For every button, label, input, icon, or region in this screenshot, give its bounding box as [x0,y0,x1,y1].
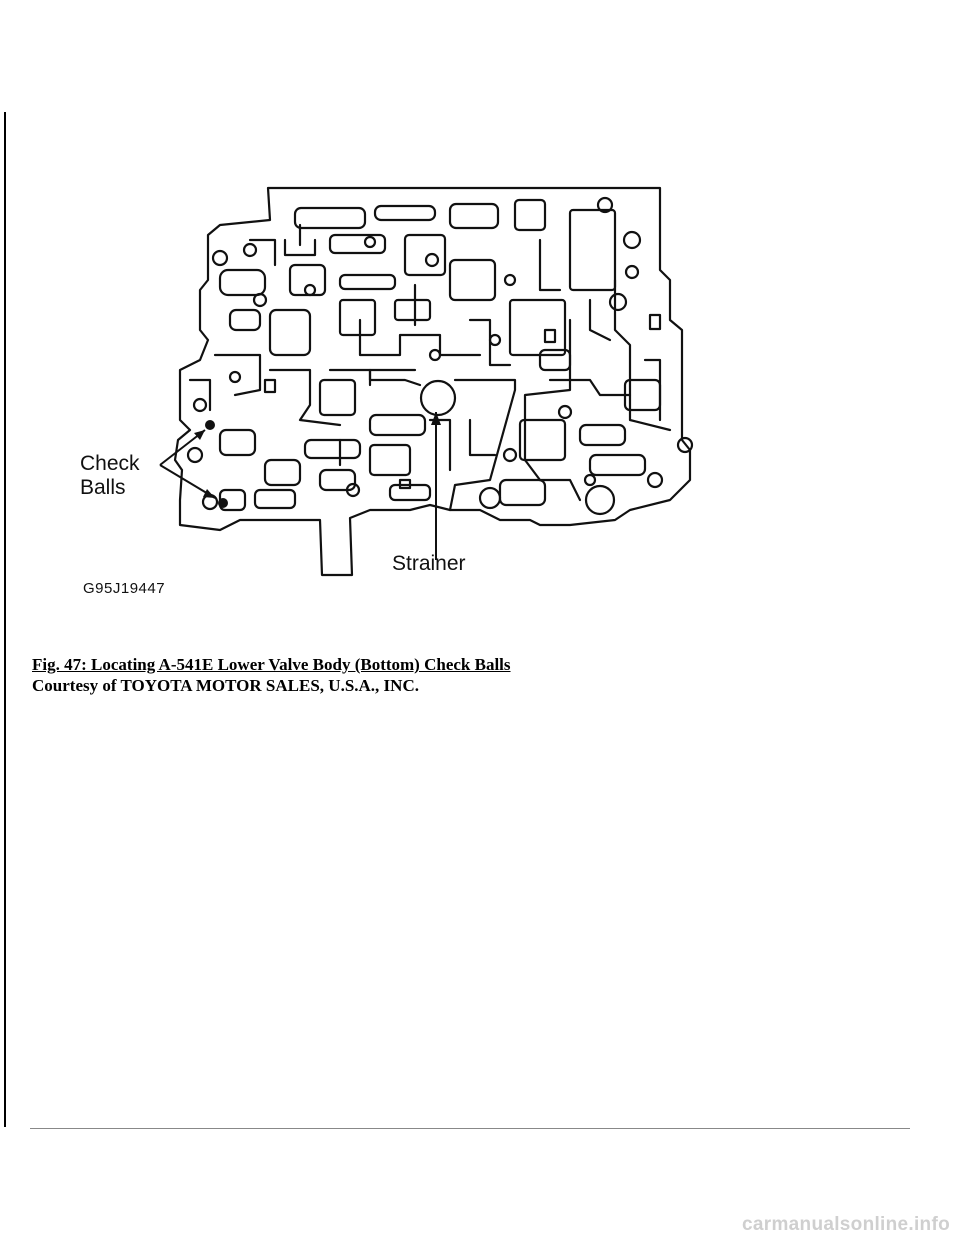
check-balls-label-line2: Balls [80,476,126,499]
page-bottom-divider [30,1128,910,1129]
valve-body-figure [70,180,710,610]
caption-credit: Courtesy of TOYOTA MOTOR SALES, U.S.A., … [32,676,419,695]
figure-caption: Fig. 47: Locating A-541E Lower Valve Bod… [32,654,511,696]
page-left-border [4,112,6,1127]
check-balls-label: Check Balls [80,452,140,500]
figure-code: G95J19447 [83,580,166,597]
strainer-label: Strainer [392,552,466,575]
valve-body-diagram-icon [159,186,694,577]
check-balls-label-line1: Check [80,452,140,475]
caption-title: Fig. 47: Locating A-541E Lower Valve Bod… [32,655,511,674]
watermark-text: carmanualsonline.info [742,1214,950,1235]
